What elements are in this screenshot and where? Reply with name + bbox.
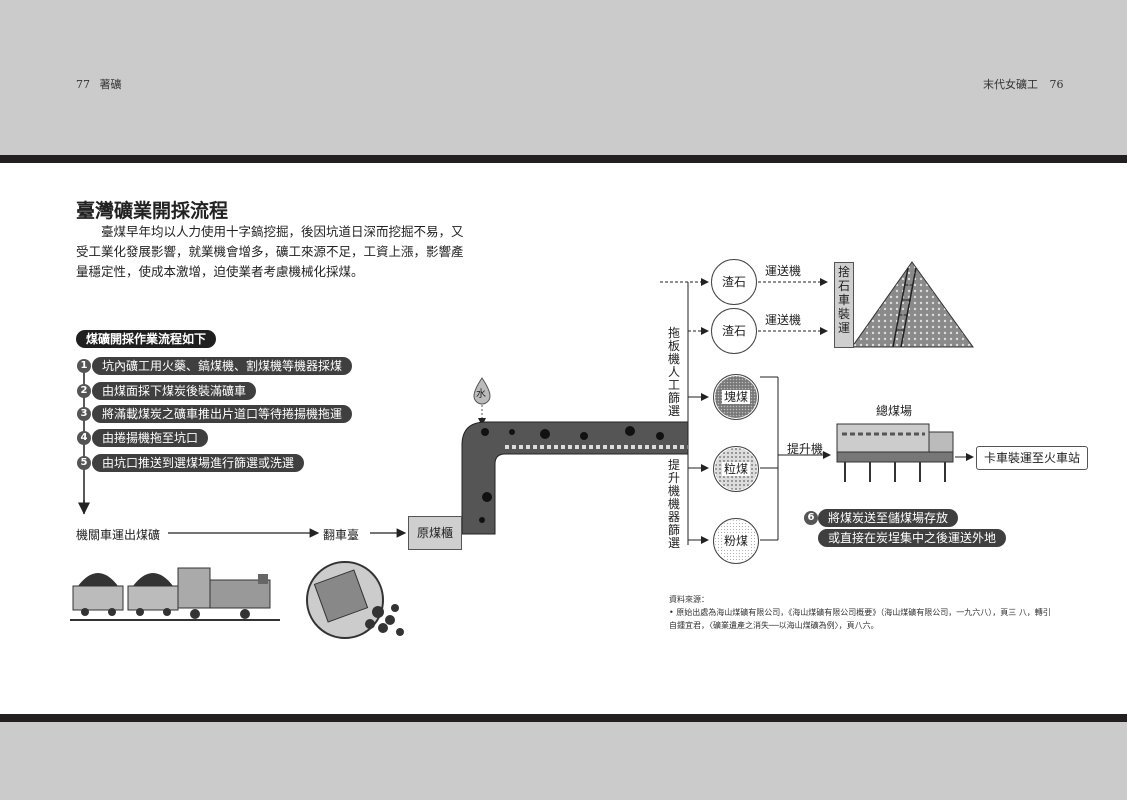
step-1-number: 1	[77, 359, 91, 373]
machine-sorting-label: 提升機機器篩選	[668, 458, 681, 550]
granular-coal-circle: 粒煤	[713, 446, 759, 492]
tipper-illustration	[306, 561, 404, 639]
truck-transport-box: 卡車裝運至火車站	[976, 446, 1088, 470]
source-bullet: •	[669, 608, 674, 617]
step-5-number: 5	[77, 456, 91, 470]
mine-train-illustration	[70, 567, 280, 621]
bottom-rule	[0, 714, 1127, 722]
step-6-number: 6	[804, 511, 818, 525]
step-6-line-2: 或直接在炭埕集中之後運送外地	[818, 529, 1007, 547]
powder-coal-circle: 粉煤	[713, 518, 759, 564]
raw-coal-bin-box: 原煤櫃	[408, 516, 462, 550]
storage-yard-label: 總煤場	[876, 404, 913, 418]
water-label: 水	[476, 389, 486, 400]
step-4-number: 4	[77, 431, 91, 445]
source-note: • 原始出處為海山煤礦有限公司，《海山煤礦有限公司概要》（海山煤礦有限公司，一九…	[669, 606, 1054, 632]
left-header-title: 著礦	[99, 78, 122, 91]
granular-coal-label: 粒煤	[721, 462, 750, 476]
left-page-number: 77	[76, 78, 90, 91]
step-3-text: 將滿載煤炭之礦車推出片道口等待捲揚機拖運	[92, 405, 353, 423]
lift-label: 提升機	[787, 442, 824, 456]
slag-loading-box: 捨石車裝運	[834, 262, 854, 348]
powder-coal-label: 粉煤	[721, 534, 750, 548]
right-running-header: 末代女礦工 76	[983, 76, 1064, 92]
lump-coal-label: 塊煤	[721, 390, 750, 404]
source-line-2: 八，轉引自鍾宜君，〈礦業遺產之消失──以海山煤礦為例〉，頁八六。	[669, 608, 1051, 630]
step-5-text: 由坑口推送到選煤場進行篩選或洗選	[92, 454, 305, 472]
top-margin-band	[0, 0, 1127, 155]
manual-sorting-label: 拖板機人工篩選	[668, 326, 681, 418]
right-page-number: 76	[1049, 78, 1064, 91]
slag-circle-2: 渣石	[711, 308, 757, 354]
intro-paragraph: 臺煤早年均以人力使用十字鎬挖掘，後因坑道日深而挖掘不易，又受工業化發展影響，就業…	[76, 224, 464, 279]
slag-circle-1: 渣石	[711, 259, 757, 305]
step-4-text: 由捲揚機拖至坑口	[92, 429, 209, 447]
conveyor-belt-illustration	[461, 421, 689, 535]
step-1-text: 坑內礦工用火藥、鎬煤機、割煤機等機器採煤	[92, 357, 353, 375]
loco-out-label: 機關車運出煤礦	[76, 528, 161, 542]
step-6-line-1: 將煤炭送至儲煤場存放	[818, 509, 959, 527]
step-2-text: 由煤面採下煤炭後裝滿礦車	[92, 382, 257, 400]
storage-yard-illustration	[836, 423, 954, 482]
slag-heap-illustration	[851, 261, 974, 348]
step-2-number: 2	[77, 384, 91, 398]
bottom-margin-band	[0, 722, 1127, 800]
conveyor-label-1: 運送機	[765, 264, 802, 278]
process-heading: 煤礦開採作業流程如下	[76, 330, 217, 348]
water-drop-icon	[473, 377, 491, 426]
page-title: 臺灣礦業開採流程	[76, 200, 229, 222]
tipper-label: 翻車臺	[323, 528, 360, 542]
right-header-title: 末代女礦工	[983, 78, 1038, 91]
step-3-number: 3	[77, 407, 91, 421]
top-rule	[0, 155, 1127, 163]
source-line-1: 原始出處為海山煤礦有限公司，《海山煤礦有限公司概要》（海山煤礦有限公司，一九六八…	[676, 608, 1017, 617]
lump-coal-circle: 塊煤	[713, 374, 759, 420]
conveyor-label-2: 運送機	[765, 313, 802, 327]
left-running-header: 77 著礦	[76, 76, 122, 92]
source-label: 資料來源：	[669, 595, 709, 604]
